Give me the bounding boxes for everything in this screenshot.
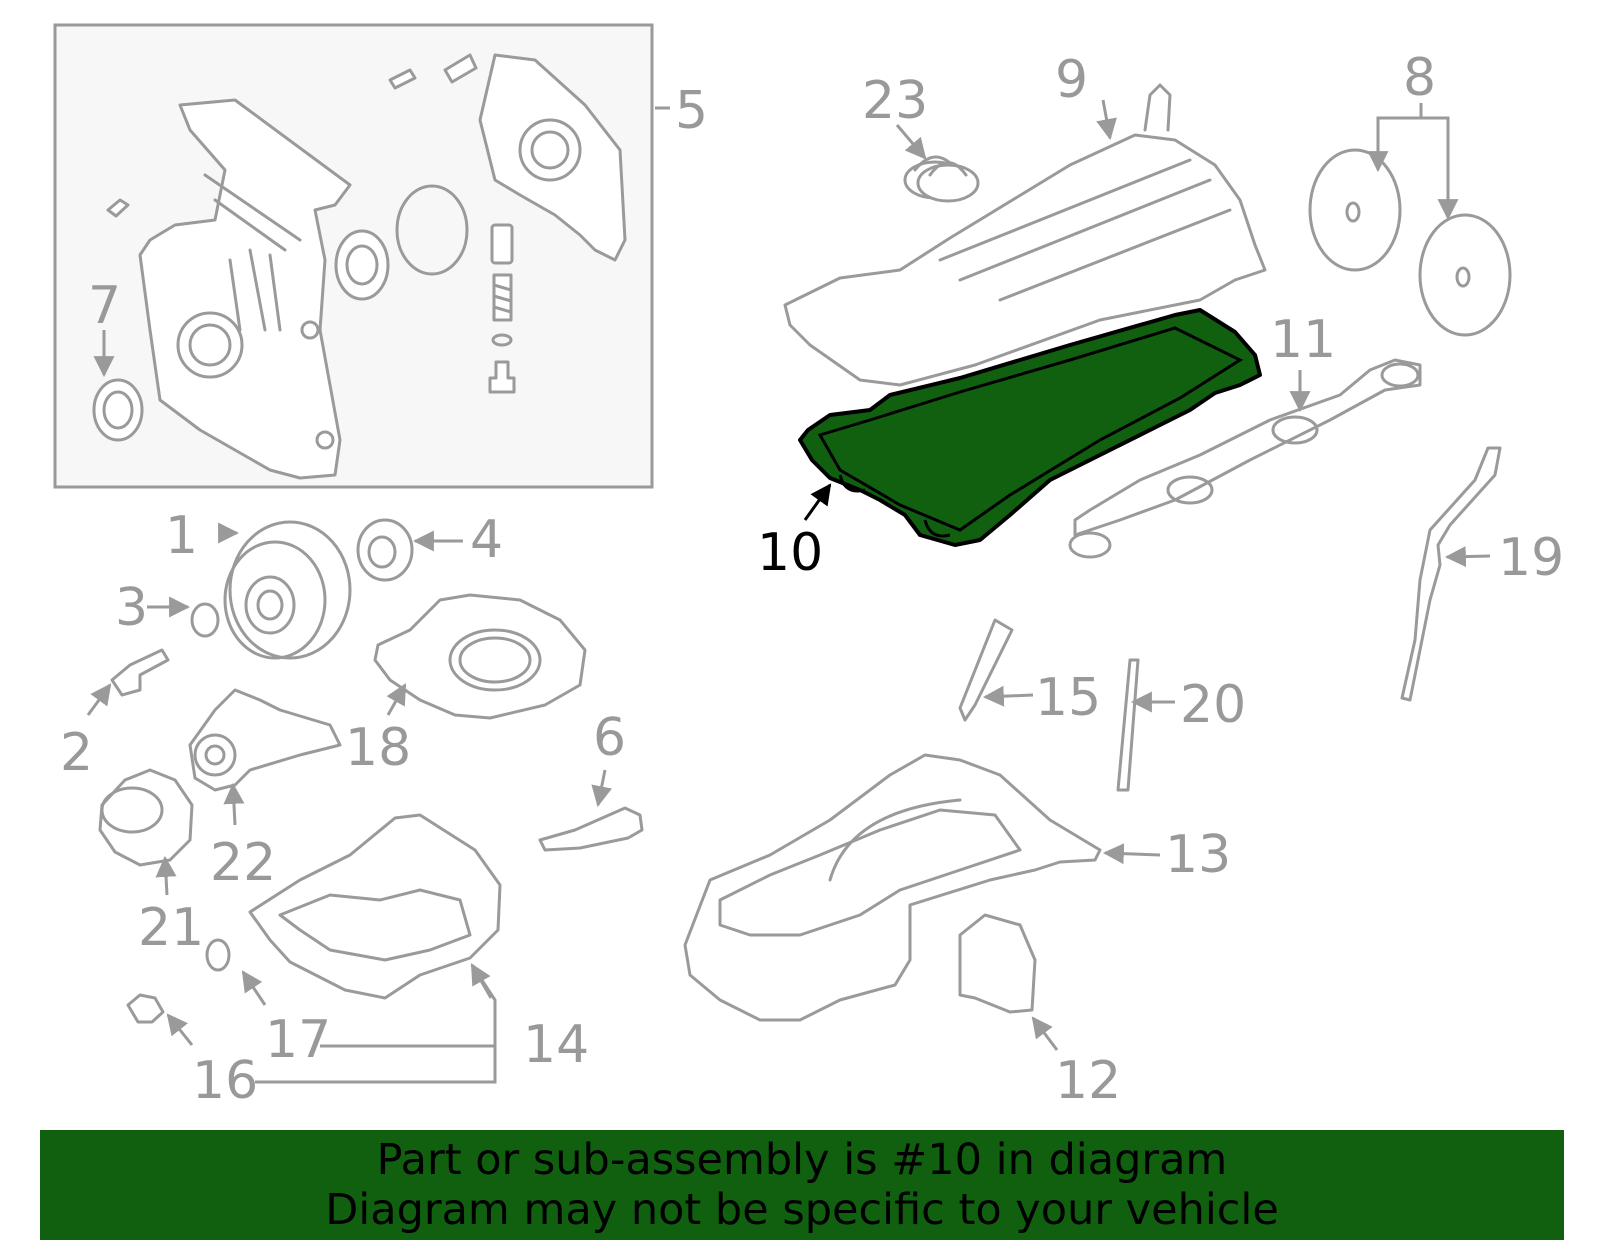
callout-10: 10 (757, 523, 823, 583)
leader-lines (86, 99, 1491, 1084)
info-banner: Part or sub-assembly is #10 in diagram D… (40, 1130, 1564, 1240)
callout-15: 15 (1035, 668, 1101, 728)
callout-16: 16 (192, 1051, 258, 1111)
gasket-18 (373, 593, 587, 720)
washer-17 (205, 938, 231, 972)
tube-20 (1116, 658, 1140, 792)
callout-9: 9 (1055, 50, 1088, 110)
timing-cover-inset (53, 23, 654, 489)
callout-7: 7 (88, 276, 121, 336)
callout-1: 1 (165, 506, 198, 566)
callout-5: 5 (675, 81, 708, 141)
crank-pulley-1 (223, 520, 352, 660)
callout-19: 19 (1498, 528, 1564, 588)
oil-filter-21 (98, 768, 194, 867)
callout-4: 4 (470, 510, 503, 570)
callout-14: 14 (523, 1015, 589, 1075)
callout-12: 12 (1055, 1051, 1121, 1111)
drain-plug-16 (126, 993, 165, 1024)
banner-line-part: Part or sub-assembly is #10 in diagram (376, 1135, 1228, 1185)
tube-15 (958, 618, 1014, 722)
timing-discs-8 (1308, 148, 1512, 337)
valve-cover-gasket-10 (798, 308, 1262, 547)
water-outlet-22 (188, 688, 342, 792)
callout-21: 21 (138, 898, 204, 958)
callout-22: 22 (210, 833, 276, 893)
lower-oil-pan-14 (248, 813, 502, 1000)
callout-23: 23 (862, 71, 928, 131)
banner-line-disclaimer: Diagram may not be specific to your vehi… (325, 1185, 1279, 1235)
callout-18: 18 (345, 718, 411, 778)
callout-6: 6 (593, 708, 626, 768)
callout-20: 20 (1180, 675, 1246, 735)
pulley-4 (356, 518, 414, 582)
washer-3 (190, 602, 220, 638)
oil-cap-23 (916, 161, 980, 203)
sealant-tube-6 (538, 806, 644, 852)
gasket-11 (1068, 358, 1422, 559)
bolt-2 (110, 648, 170, 697)
dipstick-19 (1400, 446, 1502, 702)
callout-3: 3 (115, 578, 148, 638)
callout-2: 2 (60, 723, 93, 783)
callout-11: 11 (1270, 310, 1336, 370)
callout-8: 8 (1403, 48, 1436, 108)
callout-13: 13 (1165, 825, 1231, 885)
callout-labels: 1 2 3 4 5 6 7 8 9 10 11 12 13 14 15 16 1… (60, 48, 1564, 1111)
baffle-12 (958, 913, 1037, 1014)
upper-oil-pan-13 (683, 753, 1102, 1022)
callout-17: 17 (265, 1010, 331, 1070)
